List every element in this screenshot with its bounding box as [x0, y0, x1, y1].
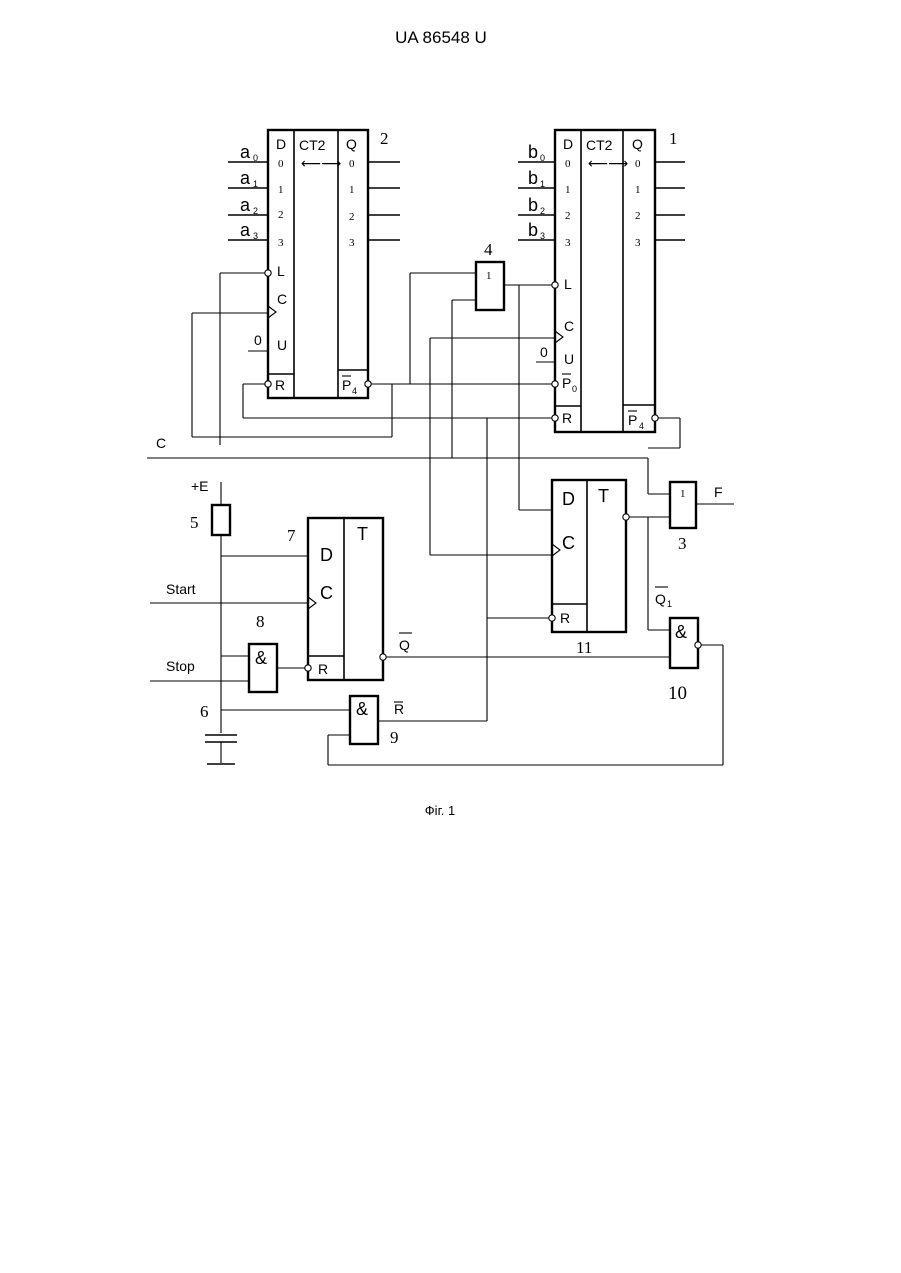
signal-qbar: Q [399, 637, 410, 653]
counter-1: D 0 1 2 3 L C U P 0 R CT2 ⟵⟶ Q 0 1 2 3 P… [555, 129, 678, 432]
start-label: Start [166, 581, 196, 597]
pin-d-label: D [276, 136, 286, 152]
svg-text:C: C [564, 318, 574, 334]
trigger-11: D C R T 11 [552, 480, 626, 657]
svg-text:a: a [240, 195, 251, 215]
svg-text:a: a [240, 220, 251, 240]
capacitor-6: 6 [200, 535, 237, 764]
svg-text:0: 0 [635, 158, 641, 170]
signal-rbar: R [394, 701, 404, 717]
ct2-label: CT2 [299, 137, 326, 153]
svg-text:C: C [320, 583, 333, 603]
label-8: 8 [256, 612, 265, 631]
patent-number: UA 86548 U [395, 28, 487, 47]
signal-q1bar: Q [655, 591, 666, 607]
label-5: 5 [190, 513, 199, 532]
svg-text:L: L [564, 276, 572, 292]
svg-text:b: b [528, 195, 538, 215]
svg-text:1: 1 [565, 184, 571, 196]
stop-label: Stop [166, 658, 195, 674]
label-2: 2 [380, 129, 389, 148]
svg-text:0: 0 [254, 332, 262, 348]
counter-2: D 0 1 2 3 L C U R CT2 ⟵⟶ Q 0 1 2 3 P 4 2 [268, 129, 389, 398]
label-1: 1 [669, 129, 678, 148]
label-4: 4 [484, 240, 493, 259]
svg-text:3: 3 [349, 237, 355, 249]
pin-l-label: L [277, 263, 285, 279]
svg-text:1: 1 [486, 270, 492, 282]
svg-text:&: & [255, 648, 267, 668]
or-gate-3: 1 3 F [670, 482, 734, 553]
label-9: 9 [390, 728, 399, 747]
svg-text:D: D [320, 545, 333, 565]
svg-text:3: 3 [565, 237, 571, 249]
and-gate-8: & 8 [249, 612, 277, 692]
svg-text:1: 1 [278, 184, 284, 196]
counter-2-outputs [368, 162, 400, 240]
clock-label: C [156, 435, 166, 451]
svg-text:2: 2 [635, 210, 641, 222]
svg-text:U: U [564, 351, 574, 367]
label-3: 3 [678, 534, 687, 553]
svg-text:&: & [356, 699, 368, 719]
svg-text:0: 0 [572, 384, 577, 394]
svg-text:2: 2 [565, 210, 571, 222]
bidirectional-arrow-icon: ⟵⟶ [301, 155, 341, 171]
svg-text:0: 0 [278, 158, 284, 170]
or-gate-4: 1 4 [476, 240, 504, 310]
resistor-5: +E 5 [190, 478, 230, 535]
svg-text:P: P [562, 375, 571, 391]
svg-text:D: D [562, 489, 575, 509]
pin-r-label: R [275, 377, 285, 393]
label-11: 11 [576, 638, 592, 657]
svg-text:R: R [560, 610, 570, 626]
svg-text:T: T [598, 486, 609, 506]
svg-text:&: & [675, 622, 687, 642]
svg-text:0: 0 [349, 158, 355, 170]
pin-q-label: Q [346, 136, 357, 152]
svg-text:P: P [342, 377, 351, 393]
pin-c-label: C [277, 291, 287, 307]
svg-text:T: T [357, 524, 368, 544]
svg-text:CT2: CT2 [586, 137, 613, 153]
label-10: 10 [668, 683, 687, 704]
label-7: 7 [287, 526, 296, 545]
svg-text:0: 0 [565, 158, 571, 170]
svg-text:Q: Q [632, 136, 643, 152]
svg-text:R: R [562, 410, 572, 426]
svg-text:C: C [562, 533, 575, 553]
svg-text:3: 3 [278, 237, 284, 249]
svg-text:a: a [240, 168, 251, 188]
svg-text:0: 0 [540, 344, 548, 360]
figure-caption: Фіг. 1 [425, 803, 455, 818]
svg-text:a: a [240, 142, 251, 162]
label-6: 6 [200, 702, 209, 721]
output-f: F [714, 484, 723, 500]
inputs-a: a 0 a 1 a 2 a 3 0 [228, 142, 268, 351]
power-label: +E [191, 478, 209, 494]
svg-text:P: P [628, 412, 637, 428]
svg-text:1: 1 [635, 184, 641, 196]
and-gate-10: & 10 Q 1 [655, 587, 698, 704]
svg-text:4: 4 [639, 421, 644, 431]
pin-u-label: U [277, 337, 287, 353]
svg-text:3: 3 [635, 237, 641, 249]
svg-text:1: 1 [667, 599, 672, 609]
svg-text:b: b [528, 142, 538, 162]
svg-text:2: 2 [349, 211, 355, 223]
svg-text:4: 4 [352, 386, 357, 396]
svg-text:b: b [528, 220, 538, 240]
bidirectional-arrow-icon: ⟵⟶ [588, 155, 628, 171]
svg-text:b: b [528, 168, 538, 188]
svg-text:1: 1 [680, 488, 686, 500]
svg-text:2: 2 [278, 209, 284, 221]
svg-text:D: D [563, 136, 573, 152]
svg-text:R: R [318, 661, 328, 677]
svg-text:1: 1 [349, 184, 355, 196]
